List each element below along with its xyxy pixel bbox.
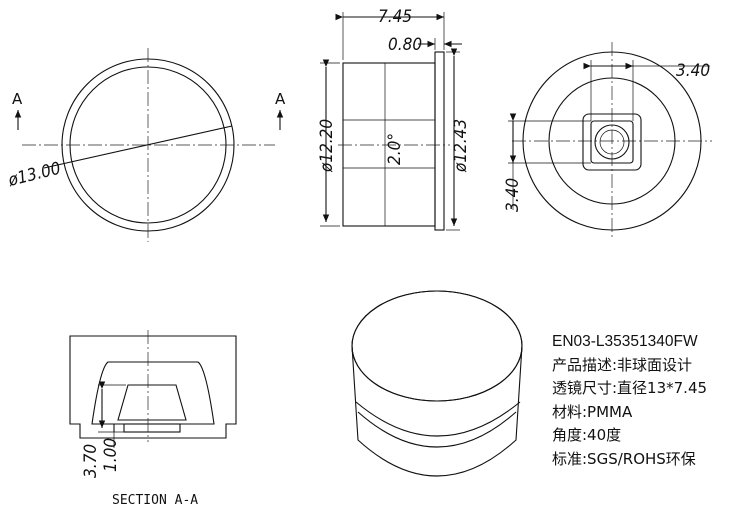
back-view: 3.40 3.40 — [503, 42, 712, 240]
led-dome — [594, 124, 630, 160]
side-view: 7.45 0.80 ø12.20 2.0° ø12.43 — [317, 7, 471, 231]
led-cavity-outer — [582, 113, 642, 171]
section-caption: SECTION A-A — [112, 493, 198, 508]
section-step-label: 1.00 — [101, 438, 121, 472]
height-label: 3.40 — [503, 178, 523, 212]
spec-size: 透镜尺寸:直径13*7.45 — [552, 379, 708, 397]
led-cavity-inner — [590, 120, 634, 164]
lens-body-3d — [351, 345, 523, 477]
diameter-dimension-line — [43, 125, 233, 169]
perspective-view — [351, 290, 523, 477]
front-view: A A ø13.00 — [5, 48, 286, 242]
lens-top-3d — [351, 290, 523, 402]
angle-label: 2.0° — [385, 133, 405, 165]
section-marker-right: A — [275, 90, 286, 108]
section-body — [69, 335, 237, 439]
section-marker-left: A — [12, 90, 23, 108]
left-diameter-label: ø12.20 — [317, 119, 337, 173]
section-height-label: 3.70 — [81, 444, 101, 478]
section-led-pocket — [117, 384, 187, 421]
spec-description: 产品描述:非球面设计 — [552, 355, 693, 374]
spec-block: EN03-L35351340FW 产品描述:非球面设计 透镜尺寸:直径13*7.… — [552, 330, 707, 471]
width-label: 3.40 — [676, 61, 710, 81]
front-diameter-label: ø13.00 — [5, 159, 62, 191]
spec-material: 材料:PMMA — [552, 402, 633, 421]
model-number: EN03-L35351340FW — [552, 333, 698, 350]
flange-outline — [434, 51, 445, 231]
spec-standard: 标准:SGS/ROHS环保 — [552, 449, 696, 468]
section-inner-cavity — [91, 361, 215, 425]
spec-angle: 角度:40度 — [552, 426, 622, 444]
section-view: 3.70 1.00 SECTION A-A — [69, 330, 237, 508]
right-diameter-label: ø12.43 — [451, 119, 471, 173]
flange-label: 0.80 — [388, 35, 422, 55]
length-label: 7.45 — [378, 7, 412, 27]
